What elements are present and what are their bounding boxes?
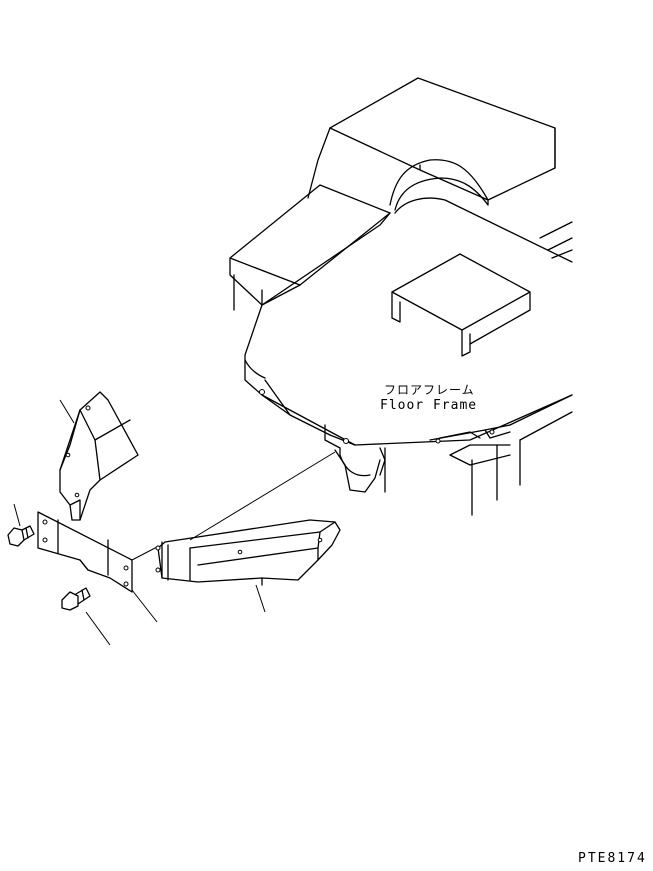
- floor-frame-label-jp: フロアフレーム: [384, 383, 475, 397]
- floor-frame-label-en: Floor Frame: [380, 398, 478, 413]
- drawing-code: PTE8174: [578, 851, 647, 866]
- floor-frame-assembly: [229, 77, 573, 516]
- cover-bracket-lower: [155, 451, 341, 613]
- flat-plate: [37, 511, 158, 623]
- cover-bracket-upper: [59, 391, 139, 521]
- bolt-lower: [61, 587, 111, 646]
- bolt-upper: [7, 503, 35, 547]
